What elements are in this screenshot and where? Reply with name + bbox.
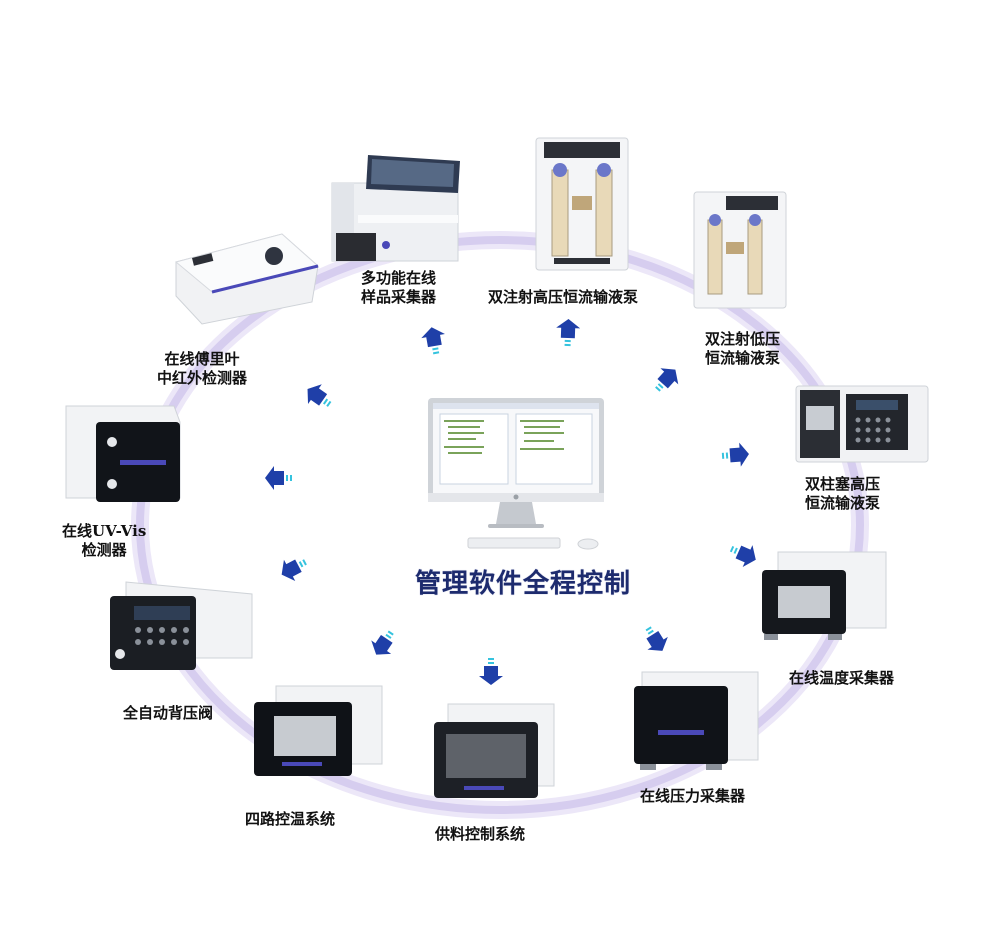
arrow-icon bbox=[479, 658, 503, 685]
arrow-icon bbox=[265, 466, 292, 490]
arrow-icon bbox=[281, 559, 307, 581]
label-temp-collector: 在线温度采集器 bbox=[789, 669, 895, 687]
label-feed-control: 供料控制系统 bbox=[435, 825, 526, 843]
uv-vis-detector-icon bbox=[65, 405, 181, 502]
arrow-icon bbox=[655, 368, 679, 392]
dual-syringe-pump-low-icon bbox=[693, 191, 787, 309]
dual-syringe-pump-high-icon bbox=[535, 137, 629, 271]
arrow-icon bbox=[421, 327, 445, 355]
arrow-icon bbox=[729, 545, 756, 567]
label-pressure-collector: 在线压力采集器 bbox=[640, 787, 746, 805]
arrow-icon bbox=[556, 319, 581, 347]
label-dual-high-pump: 双注射高压恒流输液泵 bbox=[488, 288, 639, 306]
back-pressure-valve-icon bbox=[110, 581, 253, 670]
sample-collector-icon bbox=[331, 155, 460, 262]
label-dual-low-pump: 双注射低压恒流输液泵 bbox=[705, 330, 781, 367]
plunger-pump-icon bbox=[795, 385, 929, 463]
label-sample-collector: 多功能在线样品采集器 bbox=[361, 269, 437, 306]
pressure-collector-icon bbox=[634, 671, 759, 770]
label-back-pressure-valve: 全自动背压阀 bbox=[123, 704, 214, 722]
label-temp-control: 四路控温系统 bbox=[245, 810, 336, 828]
center-title: 管理软件全程控制 bbox=[414, 569, 631, 599]
temperature-control-icon bbox=[254, 685, 383, 776]
ftir-detector-icon bbox=[174, 233, 320, 325]
feed-control-icon bbox=[434, 703, 555, 798]
label-ftir: 在线傅里叶中红外检测器 bbox=[157, 350, 248, 387]
arrow-icon bbox=[371, 630, 394, 655]
label-plunger-pump: 双柱塞高压恒流输液泵 bbox=[805, 475, 881, 512]
temperature-collector-icon bbox=[762, 551, 887, 640]
arrow-icon bbox=[307, 384, 332, 407]
arrow-icon bbox=[721, 442, 749, 467]
arrow-icon bbox=[645, 626, 668, 651]
desktop-computer-icon bbox=[428, 398, 604, 550]
